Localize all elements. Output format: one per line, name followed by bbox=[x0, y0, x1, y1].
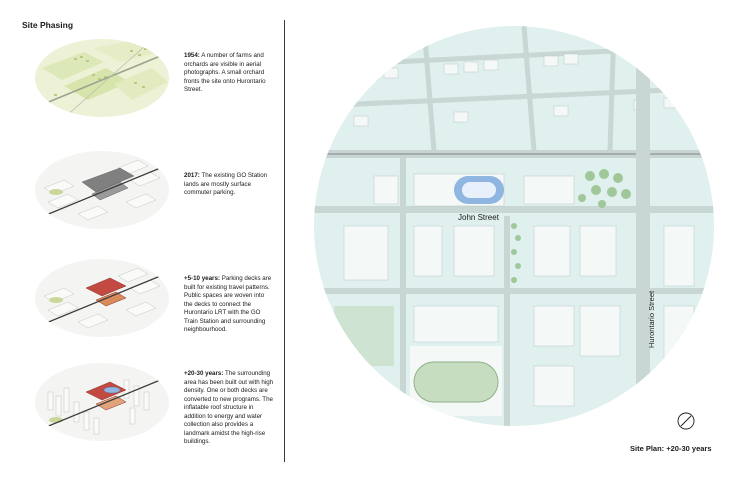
john-street-label: John Street bbox=[458, 213, 500, 222]
phase-5-10-years-axonometric bbox=[35, 259, 169, 337]
site-plan-caption: Site Plan: +20-30 years bbox=[630, 444, 712, 453]
page-title: Site Phasing bbox=[22, 20, 74, 30]
phase-1954-axonometric bbox=[35, 39, 169, 117]
phase-description: Parking decks are built for existing tra… bbox=[184, 275, 272, 334]
phase-2017-text: 2017: The existing GO Station lands are … bbox=[184, 172, 274, 198]
hurontario-street-label: Hurontario Street bbox=[647, 290, 656, 348]
phase-20-30-years-text: +20-30 years: The surrounding area has b… bbox=[184, 370, 274, 447]
phase-20-30-years-axonometric bbox=[35, 363, 169, 441]
site-plan-map: John Street Hurontario Street bbox=[314, 26, 714, 426]
phase-year: 1954: bbox=[184, 52, 200, 59]
phase-year: 2017: bbox=[184, 172, 200, 179]
column-divider bbox=[284, 20, 285, 462]
phase-year: +20-30 years: bbox=[184, 370, 224, 377]
north-arrow-icon bbox=[677, 412, 695, 430]
phase-description: A number of farms and orchards are visib… bbox=[184, 52, 266, 94]
phase-1954-text: 1954: A number of farms and orchards are… bbox=[184, 52, 274, 95]
phase-year: +5-10 years: bbox=[184, 275, 220, 282]
phase-5-10-years-text: +5-10 years: Parking decks are built for… bbox=[184, 275, 274, 335]
phase-2017-axonometric bbox=[35, 151, 169, 229]
phase-description: The surrounding area has been built out … bbox=[184, 370, 274, 446]
phase-description: The existing GO Station lands are mostly… bbox=[184, 172, 268, 197]
